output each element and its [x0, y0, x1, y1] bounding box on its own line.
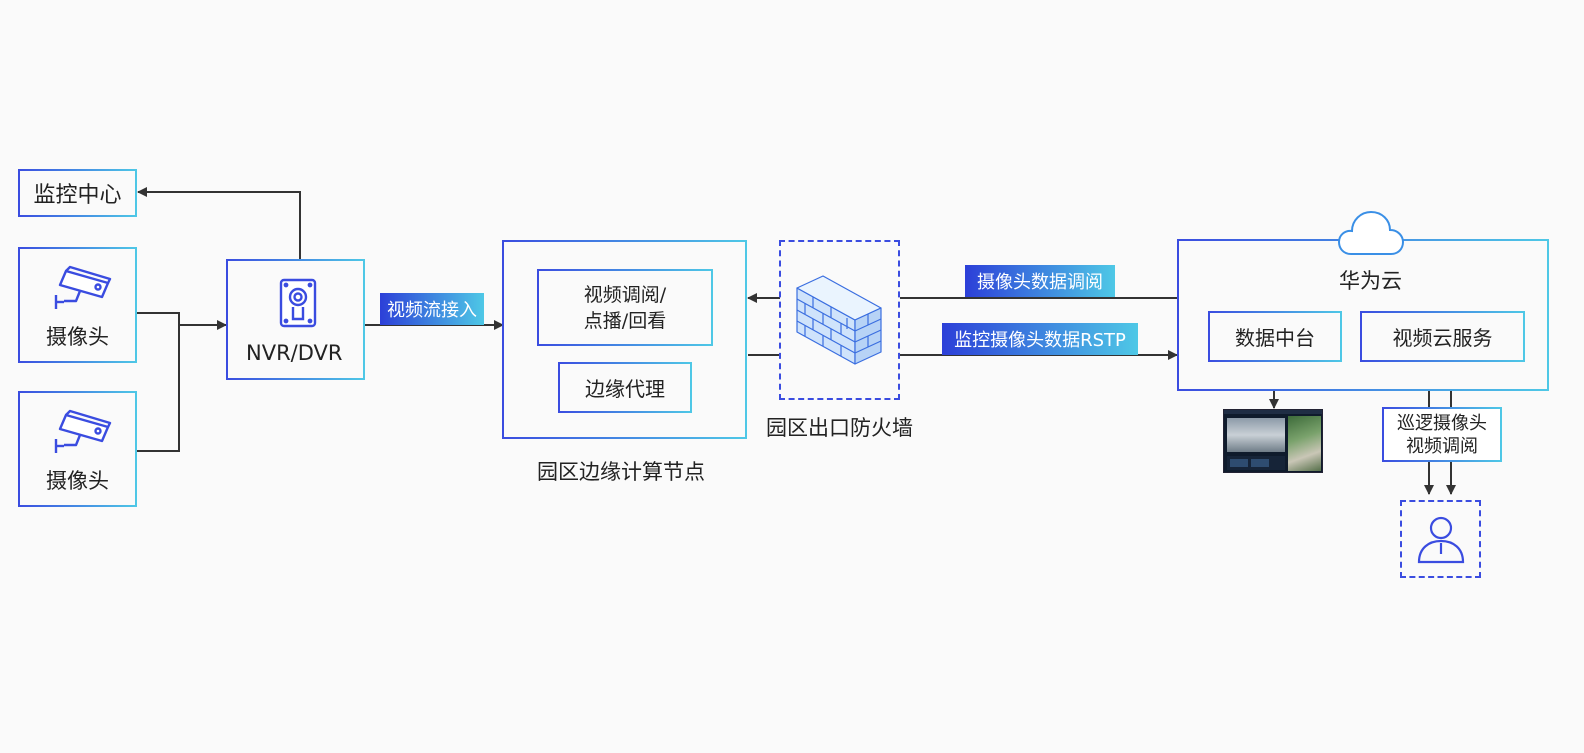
line-nvr-to-monitor	[138, 192, 300, 260]
patrol-video-label: 巡逻摄像头 视频调阅	[1397, 412, 1487, 458]
line-camera1	[137, 313, 179, 451]
dashboard-thumbnail	[1223, 409, 1323, 473]
user-box	[1400, 500, 1481, 578]
camera-label-2: 摄像头	[46, 465, 109, 495]
camera-view-tag: 摄像头数据调阅	[965, 265, 1115, 297]
nvr-label: NVR/DVR	[246, 341, 343, 365]
video-playback-label: 视频调阅/ 点播/回看	[584, 282, 666, 334]
patrol-video-box: 巡逻摄像头 视频调阅	[1382, 407, 1502, 462]
monitor-center-label: 监控中心	[33, 177, 121, 209]
firewall-box	[779, 240, 900, 400]
data-center-label: 数据中台	[1235, 322, 1315, 351]
cloud-title: 华为云	[1339, 265, 1402, 295]
edge-node-caption: 园区边缘计算节点	[537, 456, 705, 486]
cloud-icon	[1337, 208, 1405, 258]
camera-label-1: 摄像头	[46, 321, 109, 351]
cctv-camera-icon	[52, 409, 112, 459]
edge-agent-box: 边缘代理	[558, 362, 692, 413]
monitor-center-box: 监控中心	[18, 169, 137, 217]
video-service-box: 视频云服务	[1360, 311, 1525, 362]
camera-box-1: 摄像头	[18, 247, 137, 363]
data-center-box: 数据中台	[1208, 311, 1342, 362]
recorder-icon	[278, 277, 318, 329]
video-playback-box: 视频调阅/ 点播/回看	[537, 269, 713, 346]
user-icon	[1416, 514, 1466, 564]
video-service-label: 视频云服务	[1393, 322, 1493, 351]
nvr-box: NVR/DVR	[226, 259, 365, 380]
stream-in-tag: 视频流接入	[380, 293, 484, 325]
cloud-box: 华为云 数据中台 视频云服务	[1177, 239, 1549, 391]
edge-agent-label: 边缘代理	[585, 373, 665, 402]
edge-node-box: 视频调阅/ 点播/回看 边缘代理	[502, 240, 747, 439]
firewall-caption: 园区出口防火墙	[766, 412, 913, 442]
firewall-icon	[793, 274, 885, 366]
rtsp-tag: 监控摄像头数据RSTP	[942, 323, 1138, 355]
cctv-camera-icon	[52, 265, 112, 315]
camera-box-2: 摄像头	[18, 391, 137, 507]
